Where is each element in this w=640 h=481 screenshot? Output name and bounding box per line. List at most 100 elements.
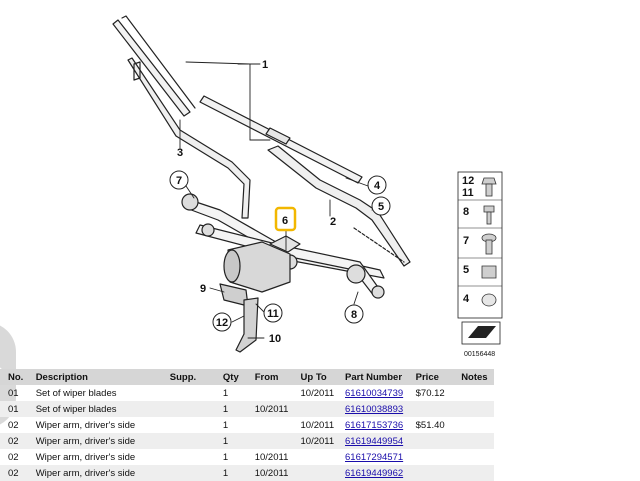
cell-no: 02 xyxy=(0,465,32,481)
part-number-link[interactable]: 61610034739 xyxy=(345,387,404,399)
col-supp[interactable]: Supp. xyxy=(165,369,219,385)
cell-qty: 1 xyxy=(222,419,229,431)
cell-upto xyxy=(296,401,342,417)
wiper-arm-passenger xyxy=(267,145,411,267)
reference-number: 00156448 xyxy=(464,351,495,358)
cell-supp xyxy=(165,465,219,481)
cell-notes xyxy=(457,385,494,401)
cell-from: 10/2011 xyxy=(250,465,297,481)
cell-part-number: 61610038893 xyxy=(341,401,412,417)
callout-1: 1 xyxy=(262,59,268,71)
cell-supp xyxy=(165,433,219,449)
cell-part-number: 61610034739 xyxy=(341,385,412,401)
cell-price xyxy=(412,449,458,465)
cell-description: Wiper arm, driver's side xyxy=(35,419,136,431)
fastener-legend: 12 11 8 7 5 4 00156448 xyxy=(457,171,503,358)
col-part-number[interactable]: Part Number xyxy=(341,369,412,385)
col-upto[interactable]: Up To xyxy=(296,369,342,385)
callout-8: 8 xyxy=(351,309,357,321)
table-row: 02 Wiper arm, driver's side 1 10/2011 616172… xyxy=(0,449,494,465)
callout-5: 5 xyxy=(378,201,384,213)
cell-description: Wiper arm, driver's side xyxy=(31,433,166,449)
cell-notes xyxy=(457,417,494,433)
cell-notes xyxy=(457,401,494,417)
cell-price xyxy=(411,465,458,481)
cell-notes xyxy=(457,465,494,481)
callout-11: 11 xyxy=(267,308,279,320)
col-from[interactable]: From xyxy=(250,369,297,385)
cell-no: 02 xyxy=(0,433,32,449)
wiper-blade-left xyxy=(112,15,196,117)
cell-qty: 1 xyxy=(218,433,251,449)
cell-upto: 10/2011 xyxy=(296,433,342,449)
col-description[interactable]: Description xyxy=(31,369,166,385)
cell-price: $70.12 xyxy=(415,387,445,399)
legend-4: 4 xyxy=(463,293,470,305)
legend-8: 8 xyxy=(463,206,469,218)
cell-part-number: 61617294571 xyxy=(341,449,412,465)
cell-price xyxy=(411,433,458,449)
cell-part-number: 61619449962 xyxy=(341,465,412,481)
cell-price: $51.40 xyxy=(415,419,445,431)
cell-description: Set of wiper blades xyxy=(35,387,117,399)
cell-supp xyxy=(166,385,219,401)
cell-description: Set of wiper blades xyxy=(31,401,166,417)
col-price[interactable]: Price xyxy=(411,369,458,385)
legend-5: 5 xyxy=(463,264,469,276)
cell-no: 02 xyxy=(8,451,19,463)
callout-10: 10 xyxy=(269,333,281,345)
cell-qty: 1 xyxy=(222,387,229,399)
col-no[interactable]: No. xyxy=(0,369,32,385)
parts-diagram: 1 3 2 7 4 5 8 11 12 6 9 10 12 11 8 7 5 xyxy=(112,15,503,358)
cell-from xyxy=(251,417,297,433)
cell-supp xyxy=(166,449,219,465)
callout-2: 2 xyxy=(330,216,336,228)
cell-qty: 1 xyxy=(218,465,251,481)
bracket-10 xyxy=(235,297,259,353)
cell-upto xyxy=(296,465,342,481)
cell-from xyxy=(251,385,297,401)
callout-4: 4 xyxy=(374,180,381,192)
cell-no: 01 xyxy=(0,401,32,417)
cell-price xyxy=(411,401,458,417)
callout-6[interactable]: 6 xyxy=(282,215,288,227)
callout-7: 7 xyxy=(176,175,182,187)
part-number-link[interactable]: 61617153736 xyxy=(345,419,404,431)
cell-qty: 1 xyxy=(218,401,251,417)
part-number-link[interactable]: 61617294571 xyxy=(345,451,404,463)
cell-upto xyxy=(297,449,342,465)
callout-3: 3 xyxy=(177,147,183,159)
table-row: 02 Wiper arm, driver's side 1 10/2011 616171… xyxy=(0,417,494,433)
legend-12: 12 xyxy=(462,175,474,187)
col-qty[interactable]: Qty xyxy=(218,369,251,385)
col-notes[interactable]: Notes xyxy=(457,369,494,385)
cell-part-number: 61619449954 xyxy=(341,433,412,449)
cell-description: Wiper arm, driver's side xyxy=(35,451,136,463)
cell-notes xyxy=(457,449,494,465)
cell-from: 10/2011 xyxy=(254,451,289,463)
cell-no: 01 xyxy=(8,387,19,399)
cell-notes xyxy=(457,433,494,449)
callout-9: 9 xyxy=(200,283,206,295)
part-number-link[interactable]: 61610038893 xyxy=(345,403,404,415)
cell-part-number: 61617153736 xyxy=(341,417,412,433)
wiper-arm-driver xyxy=(127,57,251,219)
cell-supp xyxy=(166,417,219,433)
callout-12: 12 xyxy=(216,317,228,329)
cell-supp xyxy=(165,401,219,417)
legend-7: 7 xyxy=(463,235,469,247)
part-number-link[interactable]: 61619449954 xyxy=(345,435,404,447)
wiper-motor xyxy=(223,235,301,293)
table-header-row: No. Description Supp. Qty From Up To Par… xyxy=(0,369,494,385)
cell-upto: 10/2011 xyxy=(300,419,335,431)
cell-no: 02 xyxy=(8,419,19,431)
cell-description: Wiper arm, driver's side xyxy=(31,465,166,481)
parts-table: No. Description Supp. Qty From Up To Par… xyxy=(0,369,494,481)
legend-11: 11 xyxy=(462,187,474,199)
part-number-link[interactable]: 61619449962 xyxy=(345,467,404,479)
cell-from: 10/2011 xyxy=(250,401,297,417)
cell-from xyxy=(250,433,297,449)
cell-qty: 1 xyxy=(222,451,229,463)
